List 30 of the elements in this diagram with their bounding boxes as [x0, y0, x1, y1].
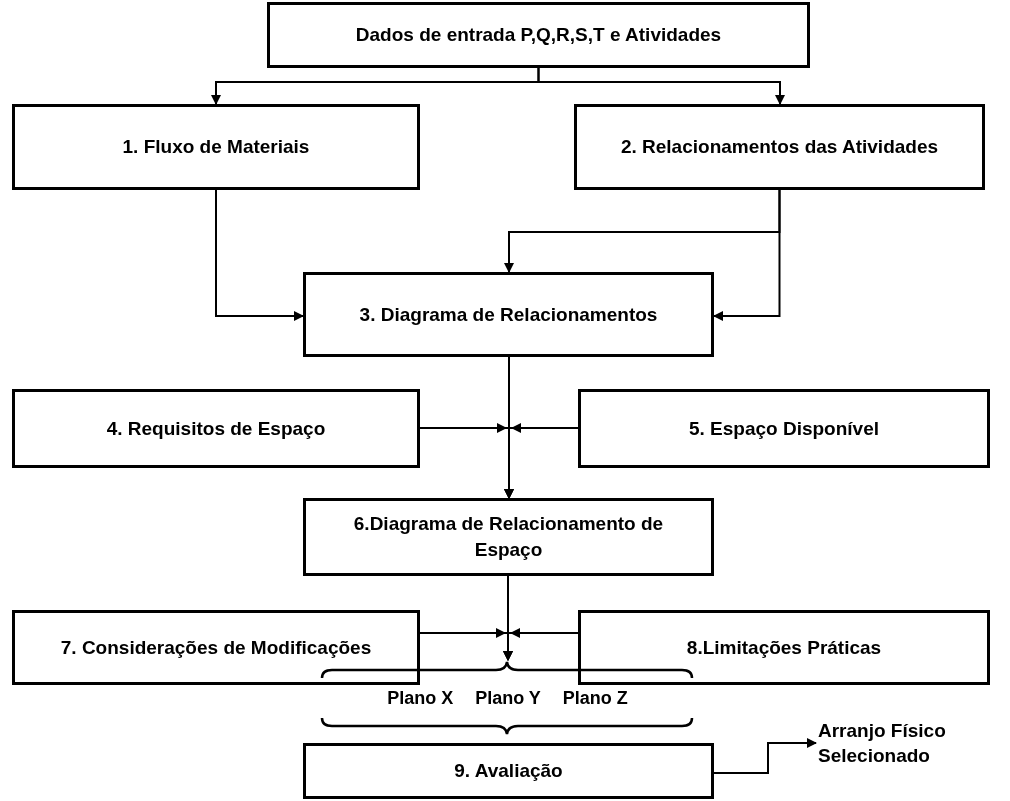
process-box [574, 104, 985, 190]
output-label: Arranjo Físico Selecionado [818, 719, 947, 768]
plan-label: Plano Y [475, 686, 541, 710]
box-label: 5. Espaço Disponível [688, 416, 880, 441]
box-label: 2. Relacionamentos das Atividades [620, 135, 939, 159]
process-box [12, 610, 420, 685]
box-label: 1. Fluxo de Materiais [122, 135, 310, 159]
arrow [713, 189, 781, 321]
arrow [504, 423, 579, 499]
arrow [713, 738, 817, 774]
box-label: 3. Diagrama de Relacionamentos [359, 302, 658, 327]
box-label: 4. Requisitos de Espaço [106, 416, 326, 441]
process-box [578, 389, 990, 468]
plan-label: Plano Z [562, 686, 628, 710]
process-box [267, 2, 810, 68]
box-label: 8.Limitações Práticas [686, 635, 882, 660]
box-label: 6.Diagrama de Relacionamento de Espaço [352, 512, 665, 562]
box-label: Dados de entrada P,Q,R,S,T e Atividades [355, 23, 722, 47]
box-label: 7. Considerações de Modificações [60, 635, 372, 660]
process-box [303, 743, 714, 799]
arrow [215, 189, 304, 321]
process-box [12, 389, 420, 468]
plan-label: Plano X [387, 686, 454, 710]
process-box [303, 272, 714, 357]
arrow [537, 67, 785, 105]
arrow [503, 628, 579, 661]
process-box [303, 498, 714, 576]
box-label: 9. Avaliação [454, 759, 563, 783]
process-box [12, 104, 420, 190]
process-box [578, 610, 990, 685]
